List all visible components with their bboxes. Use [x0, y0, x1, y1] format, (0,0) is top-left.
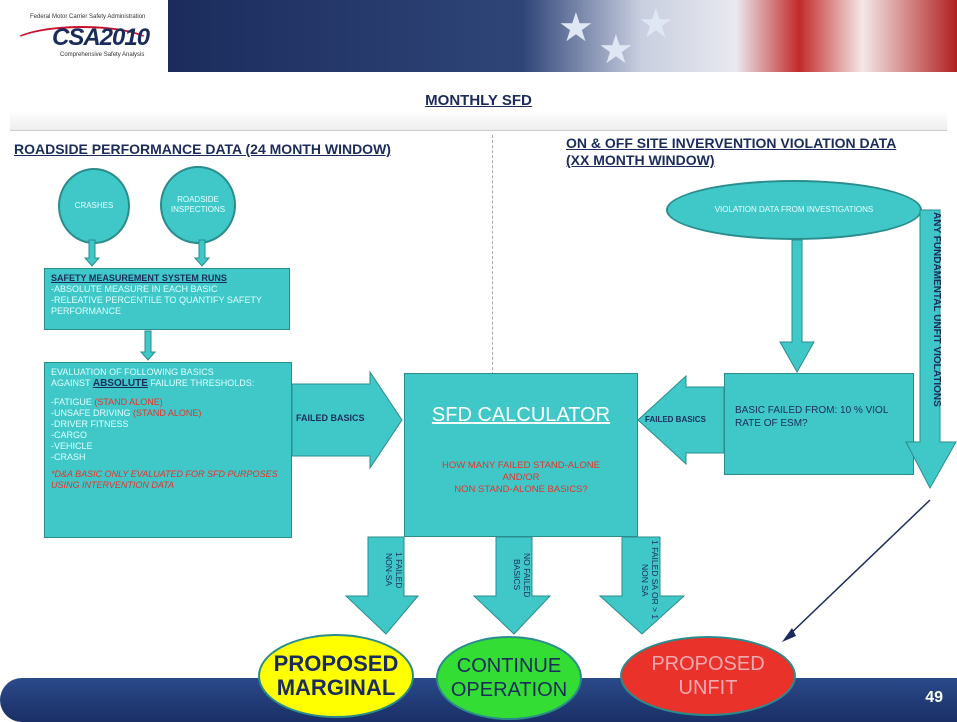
outcome-continue-operation: CONTINUE OPERATION [436, 636, 582, 720]
failed-basics-right-label: FAILED BASICS [645, 415, 706, 424]
question-line: HOW MANY FAILED STAND-ALONE [441, 460, 600, 471]
logo-text-value: CSA2010 [52, 24, 150, 51]
logo-swoosh-icon [10, 26, 154, 64]
outcome-text: UNFIT [678, 677, 738, 699]
outcome-text: OPERATION [450, 679, 568, 701]
eval-item: -DRIVER FITNESS [51, 419, 129, 429]
eval-line: EVALUATION OF FOLLOWING BASICS [51, 367, 214, 377]
crashes-arrow [83, 239, 101, 267]
right-section-header-window: (XX MONTH WINDOW) [566, 152, 715, 168]
sms-to-eval-arrow [139, 330, 157, 361]
eval-text: -FATIGUE [51, 397, 95, 407]
down-arrow-label-1: 1 FAILED NON-SA [384, 551, 404, 589]
eval-item: -FATIGUE (STAND ALONE) [51, 397, 285, 408]
sms-line: -RELEATIVE PERCENTILE TO QUANTIFY SAFETY… [51, 295, 262, 316]
down-arrow-no-failed [472, 536, 552, 635]
sfd-calculator-title: SFD CALCULATOR [431, 404, 611, 426]
down-arrow-sa-or-non-sa [598, 536, 686, 635]
sms-runs-box: SAFETY MEASUREMENT SYSTEM RUNS -ABSOLUTE… [44, 268, 290, 330]
question-line: NON STAND-ALONE BASICS? [454, 484, 588, 495]
section-divider [492, 135, 493, 375]
failed-basics-left-label: FAILED BASICS [296, 413, 365, 423]
eval-absolute: ABSOLUTE [92, 378, 148, 389]
roadside-arrow [193, 239, 211, 267]
sms-line: -ABSOLUTE MEASURE IN EACH BASIC [51, 284, 218, 294]
sfd-calculator-box: SFD CALCULATOR HOW MANY FAILED STAND-ALO… [404, 373, 638, 537]
unfit-violations-label: ANY FUNDAMENTAL UNFIT VIOLATIONS [931, 212, 942, 407]
failed-basics-right-arrow [637, 374, 725, 466]
down-arrow-label-3: 1 FAILED SA OR > 1 NON SA [640, 540, 660, 620]
logo-line: Federal Motor Carrier Safety Administrat… [30, 14, 146, 20]
unfit-connector-line [787, 499, 931, 637]
violation-to-basic-arrow [779, 239, 815, 374]
evaluation-box: EVALUATION OF FOLLOWING BASICS AGAINST A… [44, 362, 292, 538]
right-section-header: ON & OFF SITE INVERVENTION VIOLATION DAT… [566, 135, 897, 151]
page-number: 49 [925, 689, 943, 706]
eval-text: -UNSAFE DRIVING [51, 408, 134, 418]
star-icon: ★ [558, 6, 594, 50]
basic-failed-box: BASIC FAILED FROM: 10 % VIOL RATE OF ESM… [724, 373, 914, 475]
outcome-text: PROPOSED [273, 651, 399, 676]
eval-item: -CARGO [51, 430, 87, 440]
outcome-proposed-unfit: PROPOSED UNFIT [620, 636, 796, 716]
violation-data-node: VIOLATION DATA FROM INVESTIGATIONS [666, 180, 922, 240]
logo-text: CSA2010 [52, 24, 150, 52]
eval-item: -CRASH [51, 452, 86, 462]
outcome-text: MARGINAL [276, 675, 396, 700]
eval-text: AGAINST [51, 378, 93, 388]
eval-line: AGAINST ABSOLUTE FAILURE THRESHOLDS: [51, 378, 285, 389]
failed-basics-left-arrow [291, 370, 403, 470]
unfit-violations-arrow [905, 209, 957, 490]
sfd-calculator-question: HOW MANY FAILED STAND-ALONE AND/OR NON S… [405, 460, 637, 496]
outcome-proposed-marginal: PROPOSED MARGINAL [258, 634, 414, 718]
eval-note: *D&A BASIC ONLY EVALUATED FOR SFD PURPOS… [51, 469, 278, 490]
page-title: MONTHLY SFD [425, 92, 532, 109]
down-arrow-label-2: NO FAILED BASICS [512, 552, 532, 598]
eval-item: -VEHICLE [51, 441, 93, 451]
eval-stand-alone: (STAND ALONE) [94, 397, 163, 407]
outcome-text: PROPOSED [651, 653, 765, 675]
eval-item: -UNSAFE DRIVING (STAND ALONE) [51, 408, 285, 419]
star-icon: ★ [638, 2, 674, 46]
question-line: AND/OR [502, 472, 540, 483]
flag-banner-image: ★ ★ ★ [168, 0, 957, 72]
down-arrow-1-failed-non-sa [344, 536, 420, 635]
crashes-node: CRASHES [58, 168, 130, 244]
sms-title: SAFETY MEASUREMENT SYSTEM RUNS [51, 273, 227, 283]
csa-logo: Federal Motor Carrier Safety Administrat… [6, 8, 166, 66]
logo-subtitle: Comprehensive Safety Analysis [60, 52, 145, 58]
unfit-connector-arrowhead [782, 628, 796, 642]
eval-stand-alone: (STAND ALONE) [133, 408, 202, 418]
left-section-header: ROADSIDE PERFORMANCE DATA (24 MONTH WIND… [14, 141, 391, 157]
outcome-text: CONTINUE [456, 655, 562, 677]
title-bar [10, 80, 947, 131]
roadside-inspections-node: ROADSIDE INSPECTIONS [160, 166, 236, 244]
eval-text: FAILURE THRESHOLDS: [147, 378, 255, 388]
star-icon: ★ [598, 28, 634, 72]
